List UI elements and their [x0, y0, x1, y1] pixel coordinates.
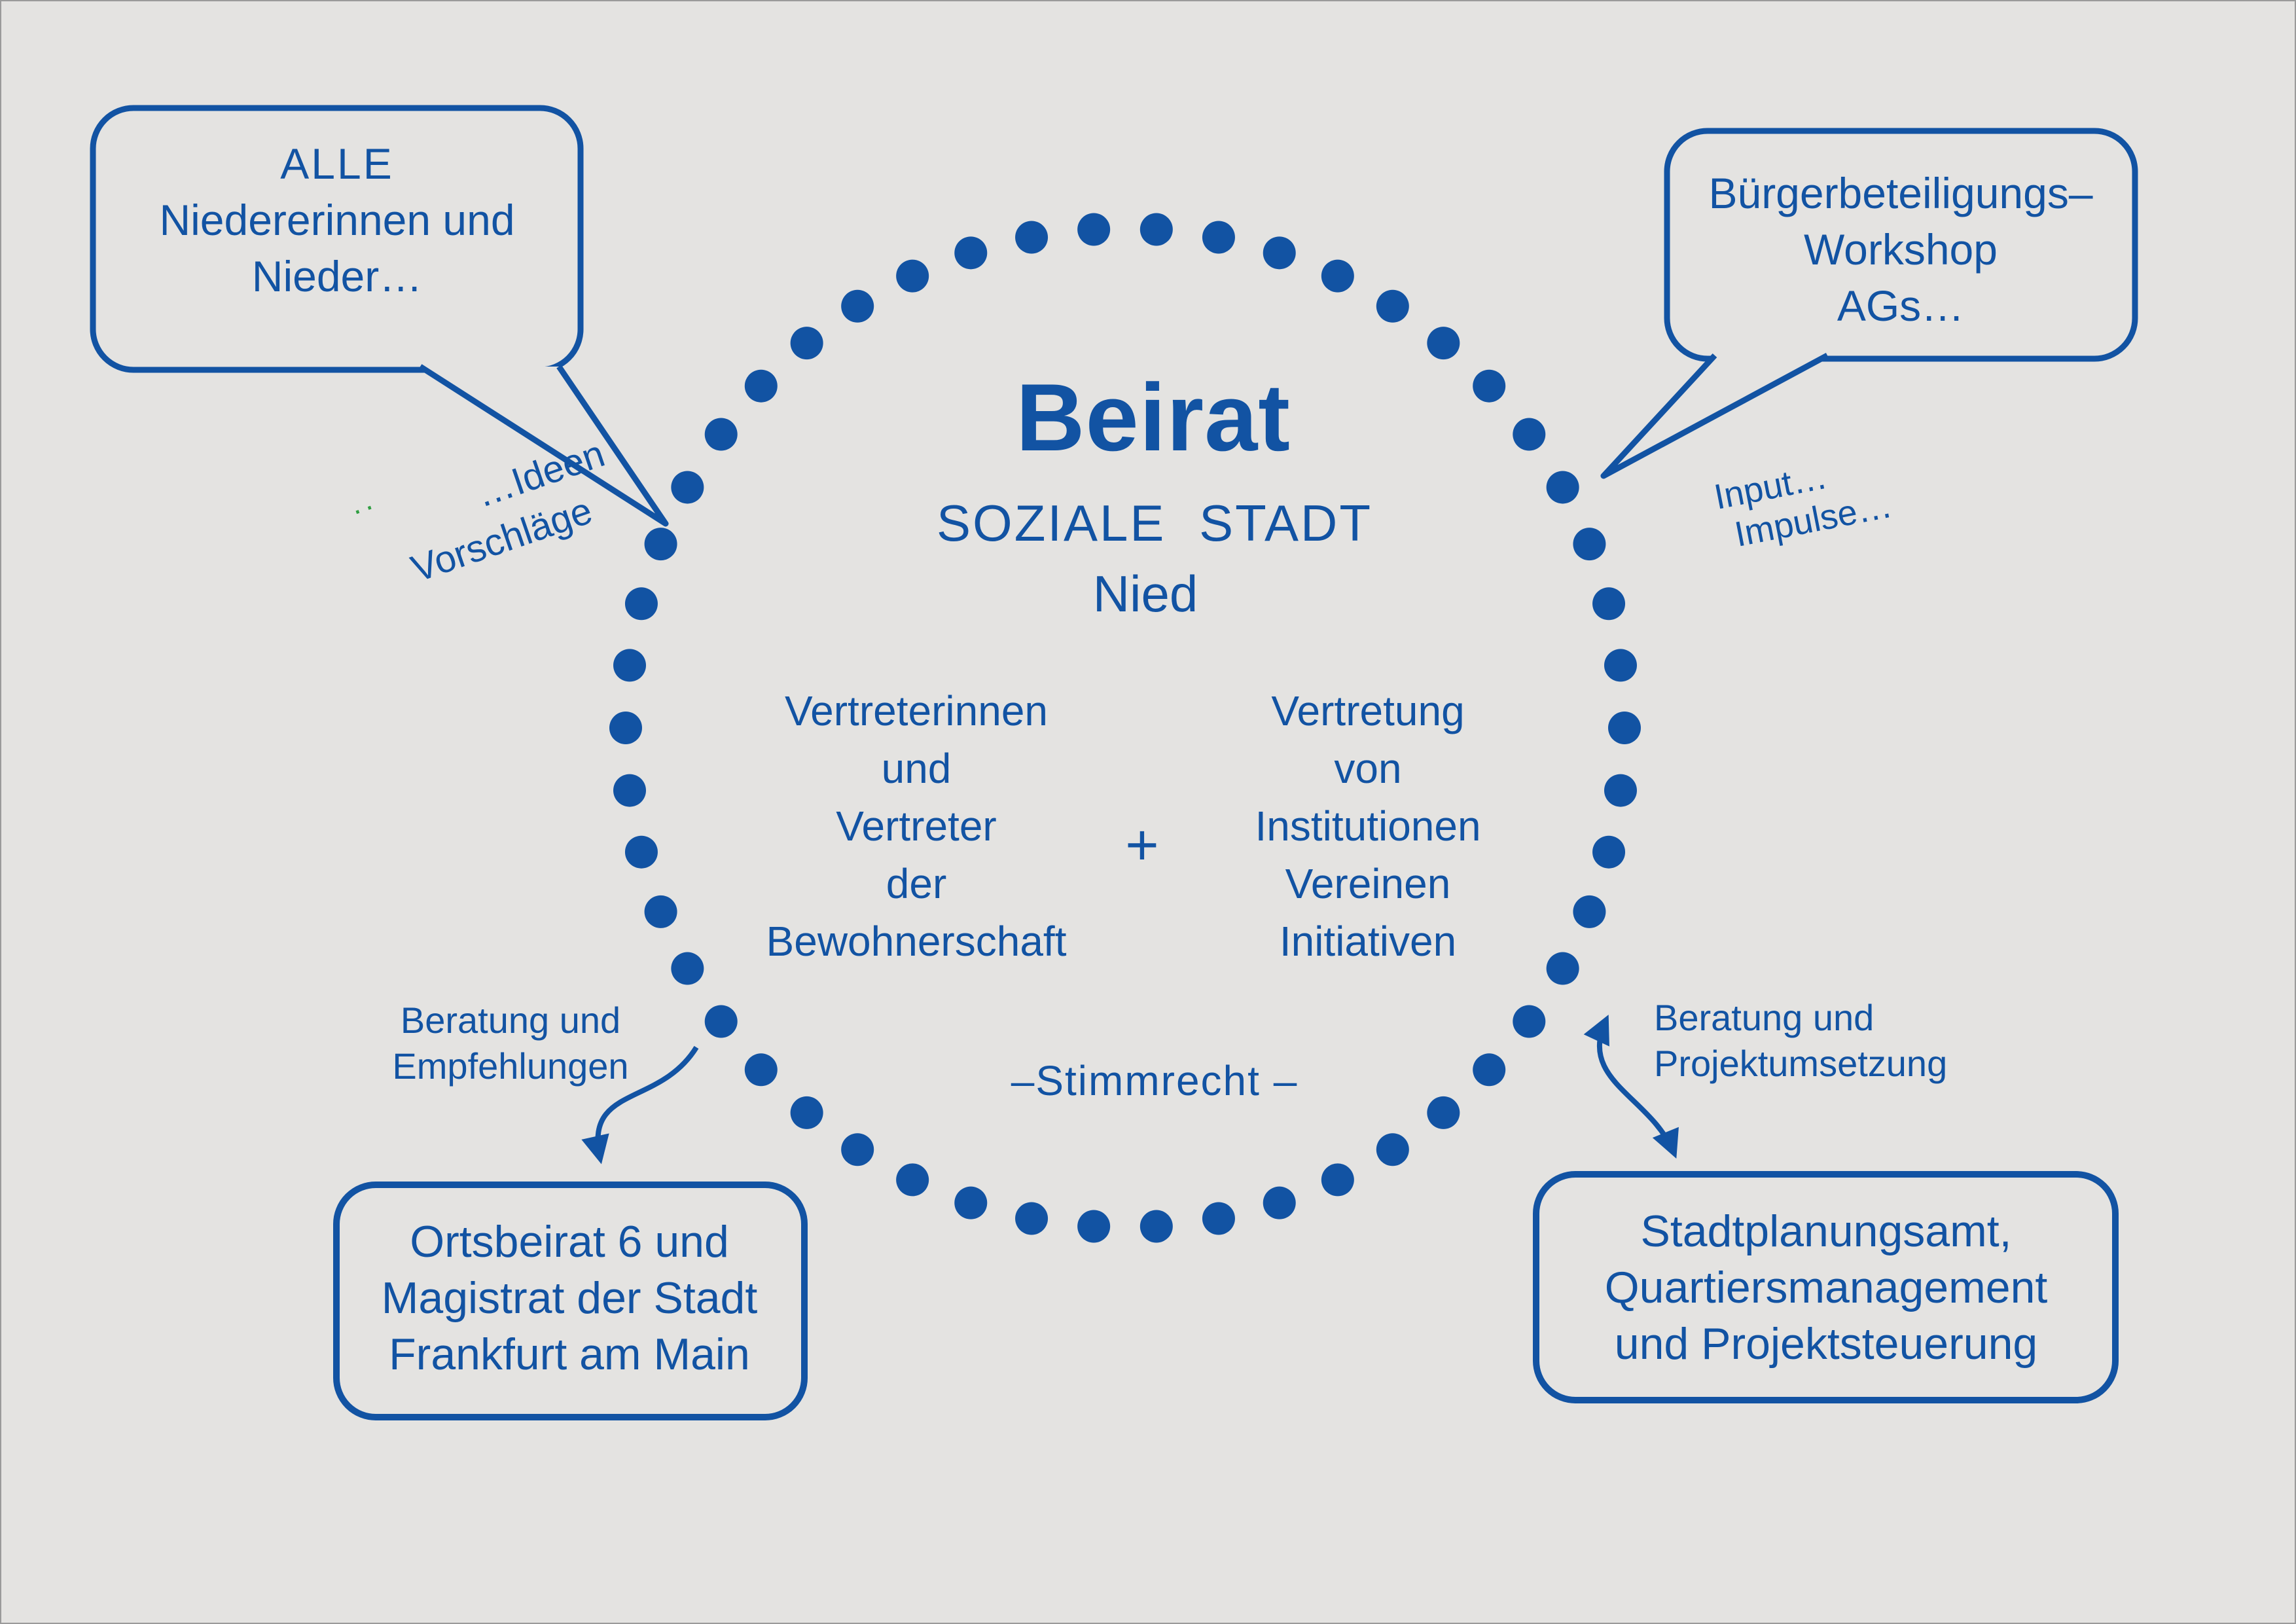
box-ortsbeirat — [333, 1182, 808, 1420]
circle-title: Beirat — [1016, 364, 1291, 471]
box-stadtplanungsamt — [1533, 1171, 2119, 1403]
beratung-projektumsetzung-label: Beratung und Projektumsetzung — [1654, 995, 1947, 1087]
institutions-line: Vereinen — [1285, 860, 1451, 907]
beratung-empfehlungen-line: Beratung und — [400, 1000, 621, 1041]
arrow-to-ortsbeirat — [581, 1045, 699, 1164]
institutions-line: Institutionen — [1255, 803, 1481, 850]
residents-line: Vertreterinnen — [784, 687, 1049, 734]
residents-line: der — [886, 860, 947, 907]
stadtplanungsamt-box-text: Stadtplanungsamt, Quartiersmanagement un… — [1605, 1203, 2048, 1372]
bubble-top-left-line: ALLE — [280, 139, 394, 188]
stadtplanungsamt-line: Stadtplanungsamt, — [1640, 1206, 2012, 1256]
institutions-group: Vertretung von Institutionen Vereinen In… — [1255, 682, 1480, 970]
bubble-tail-top-right — [1600, 353, 1829, 479]
speech-bubble-top-left — [90, 105, 584, 373]
residents-group: Vertreterinnen und Vertreter der Bewohne… — [766, 682, 1067, 970]
bubble-top-left-text: ALLE Niedererinnen und Nieder… — [159, 135, 514, 304]
ortsbeirat-line: Frankfurt am Main — [389, 1329, 750, 1379]
voting-note: –Stimmrecht – — [1011, 1057, 1299, 1104]
bubble-top-left-line: Niedererinnen und — [159, 196, 515, 244]
residents-line: Vertreter — [836, 803, 997, 850]
circle-district: Nied — [1092, 565, 1198, 623]
bubble-top-right-line: Workshop — [1804, 225, 1998, 274]
member-dots-circle — [609, 212, 1641, 1244]
beratung-projektumsetzung-line: Beratung und — [1654, 997, 1874, 1038]
circle-subtitle: SOZIALE STADT — [937, 494, 1372, 552]
beratung-empfehlungen-label: Beratung und Empfehlungen — [392, 998, 628, 1089]
arrow-stadtplanungsamt-double — [1583, 1015, 1679, 1159]
institutions-line: von — [1334, 745, 1402, 792]
bubble-top-left-line: Nieder… — [251, 252, 423, 300]
ortsbeirat-line: Magistrat der Stadt — [381, 1273, 758, 1323]
institutions-line: Vertretung — [1271, 687, 1465, 734]
bubble-top-right-text: Bürgerbeteiligungs– Workshop AGs… — [1708, 165, 2092, 334]
plus-sign: + — [1125, 812, 1159, 877]
bubble-top-right-line: Bürgerbeteiligungs– — [1708, 169, 2093, 217]
residents-line: Bewohnerschaft — [766, 918, 1067, 965]
stadtplanungsamt-line: Quartiersmanagement — [1604, 1263, 2048, 1312]
institutions-line: Initiativen — [1279, 918, 1457, 965]
ortsbeirat-box-text: Ortsbeirat 6 und Magistrat der Stadt Fra… — [382, 1214, 757, 1382]
bubble-top-right-line: AGs… — [1837, 281, 1965, 330]
bubble-tail-top-left — [418, 364, 669, 527]
beratung-projektumsetzung-line: Projektumsetzung — [1654, 1043, 1948, 1084]
residents-line: und — [881, 745, 952, 792]
speech-bubble-top-right — [1664, 128, 2138, 362]
ortsbeirat-line: Ortsbeirat 6 und — [410, 1217, 729, 1267]
beratung-empfehlungen-line: Empfehlungen — [392, 1045, 629, 1087]
stadtplanungsamt-line: und Projektsteuerung — [1614, 1319, 2038, 1369]
